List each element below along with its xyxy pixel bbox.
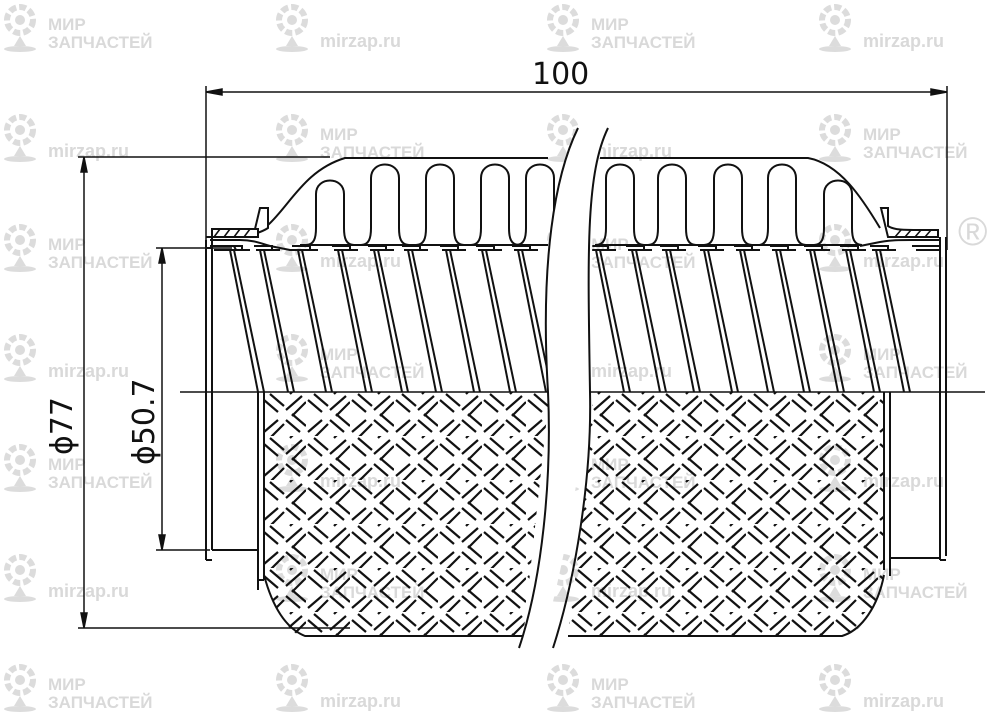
arrowhead-right (930, 88, 948, 96)
inner-diameter-dimension (156, 247, 232, 551)
break-lines (518, 127, 609, 649)
inner-interlock-liner (224, 244, 911, 393)
bellows-outer-profile (267, 157, 881, 229)
outer-diameter-label: ϕ77 (45, 397, 80, 455)
length-dimension-label: 100 (532, 57, 589, 92)
bellows-convolutions (305, 163, 863, 246)
arrowhead-left (205, 88, 223, 96)
wire-braid-left (262, 392, 550, 637)
inner-diameter-label: ϕ50.7 (127, 378, 162, 465)
wire-braid-right (568, 392, 885, 637)
